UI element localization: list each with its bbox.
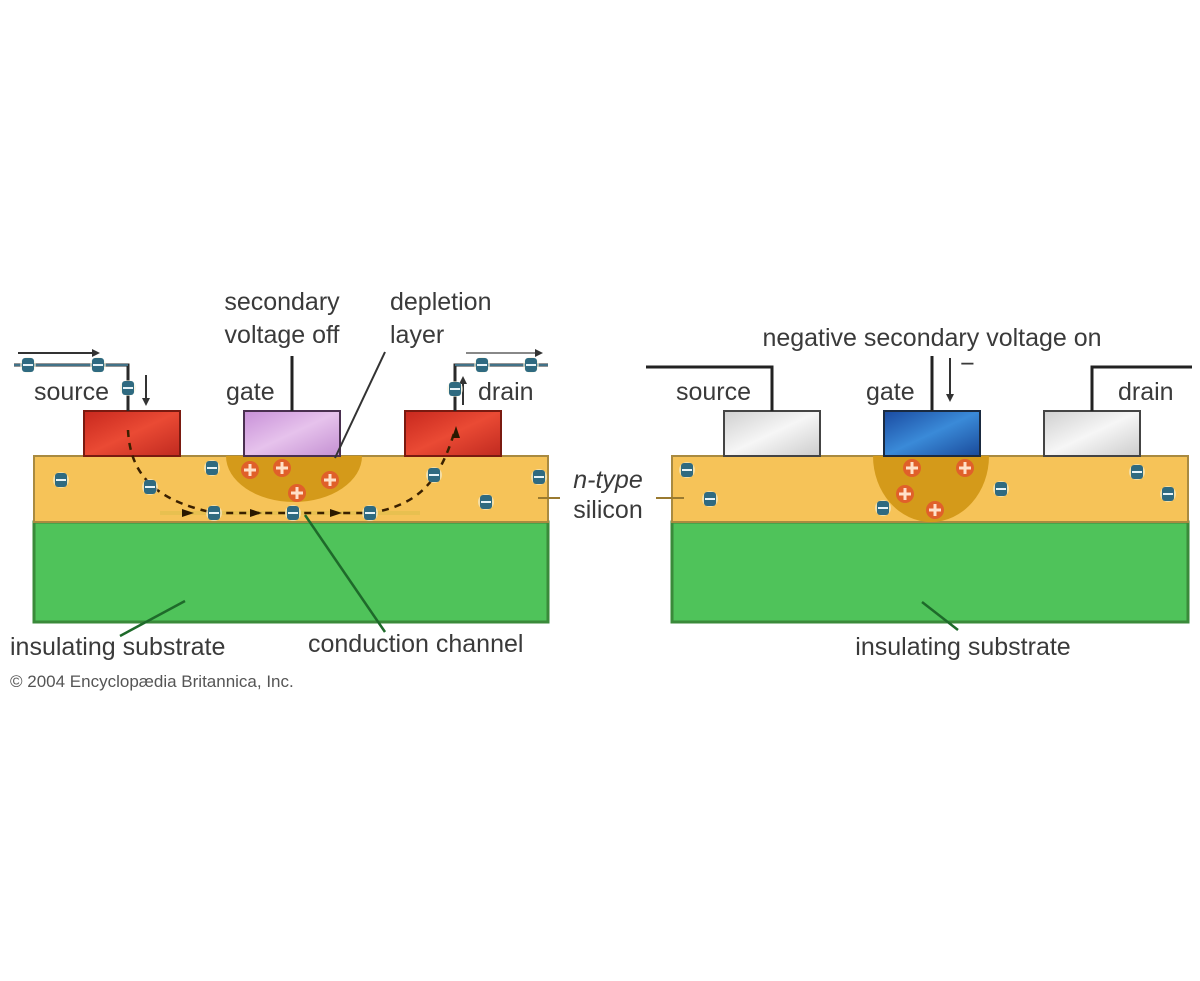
left-channel-label: conduction channel xyxy=(308,630,523,658)
hole xyxy=(273,459,291,477)
right-drain-wire xyxy=(1090,365,1192,411)
electron xyxy=(426,467,442,483)
copyright: © 2004 Encyclopædia Britannica, Inc. xyxy=(10,672,294,691)
electron xyxy=(1129,464,1145,480)
left-panel: secondary voltage off depletion layer so… xyxy=(10,288,560,691)
left-drain-electrode xyxy=(404,410,502,457)
left-source-electrode xyxy=(83,410,181,457)
electron xyxy=(447,381,463,397)
right-gate-down-arrow xyxy=(946,358,954,402)
electron xyxy=(90,357,106,373)
hole xyxy=(903,459,921,477)
left-drain-label: drain xyxy=(478,378,534,406)
electron xyxy=(702,491,718,507)
right-source-label: source xyxy=(676,378,751,406)
left-channel-pointer xyxy=(303,514,387,633)
ntype-label-line1: n-type xyxy=(573,466,642,494)
electron xyxy=(875,500,891,516)
left-depletion-pointer xyxy=(334,351,386,459)
electron xyxy=(20,357,36,373)
left-source-down-arrow xyxy=(142,375,150,406)
left-insulating-substrate xyxy=(32,520,550,624)
electron xyxy=(679,462,695,478)
hole xyxy=(288,484,306,502)
electron xyxy=(204,460,220,476)
right-title-label: negative secondary voltage on xyxy=(762,324,1101,352)
left-source-current-arrow xyxy=(18,349,100,357)
left-source-label: source xyxy=(34,378,109,406)
left-gate-electrode xyxy=(243,410,341,457)
hole xyxy=(321,471,339,489)
electron xyxy=(53,472,69,488)
hole xyxy=(926,501,944,519)
right-gate-electrode xyxy=(883,410,981,457)
electron xyxy=(1160,486,1176,502)
left-drain-current-arrow xyxy=(466,349,543,357)
right-drain-electrode xyxy=(1043,410,1141,457)
right-substrate-pointer xyxy=(921,601,959,631)
left-depletion-layer xyxy=(226,456,362,502)
hole xyxy=(241,461,259,479)
electron xyxy=(120,380,136,396)
left-drain-up-arrow xyxy=(459,376,467,405)
right-panel: − negative secondary voltage on source g… xyxy=(646,324,1192,661)
right-minus-sign: − xyxy=(960,350,975,378)
right-source-wire xyxy=(646,365,774,411)
electron xyxy=(523,357,539,373)
hole xyxy=(956,459,974,477)
left-secondary-label-line1: secondary xyxy=(224,288,340,316)
right-substrate-label: insulating substrate xyxy=(855,633,1070,661)
electron xyxy=(474,357,490,373)
right-source-electrode xyxy=(723,410,821,457)
left-substrate-label: insulating substrate xyxy=(10,633,225,661)
right-insulating-substrate xyxy=(670,520,1190,624)
electron xyxy=(206,505,222,521)
right-gate-label: gate xyxy=(866,378,915,406)
left-substrate-pointer xyxy=(119,599,186,638)
hole xyxy=(896,485,914,503)
left-secondary-label-line2: voltage off xyxy=(225,321,340,349)
electron xyxy=(285,505,301,521)
electron xyxy=(993,481,1009,497)
electron xyxy=(478,494,494,510)
ntype-label-line2: silicon xyxy=(573,496,642,524)
right-drain-label: drain xyxy=(1118,378,1174,406)
electron xyxy=(142,479,158,495)
n-type-silicon-label: n-type silicon xyxy=(573,466,642,524)
electron xyxy=(362,505,378,521)
left-depletion-label-line2: layer xyxy=(390,321,444,349)
left-gate-label: gate xyxy=(226,378,275,406)
electron xyxy=(531,469,547,485)
left-depletion-label-line1: depletion xyxy=(390,288,491,316)
